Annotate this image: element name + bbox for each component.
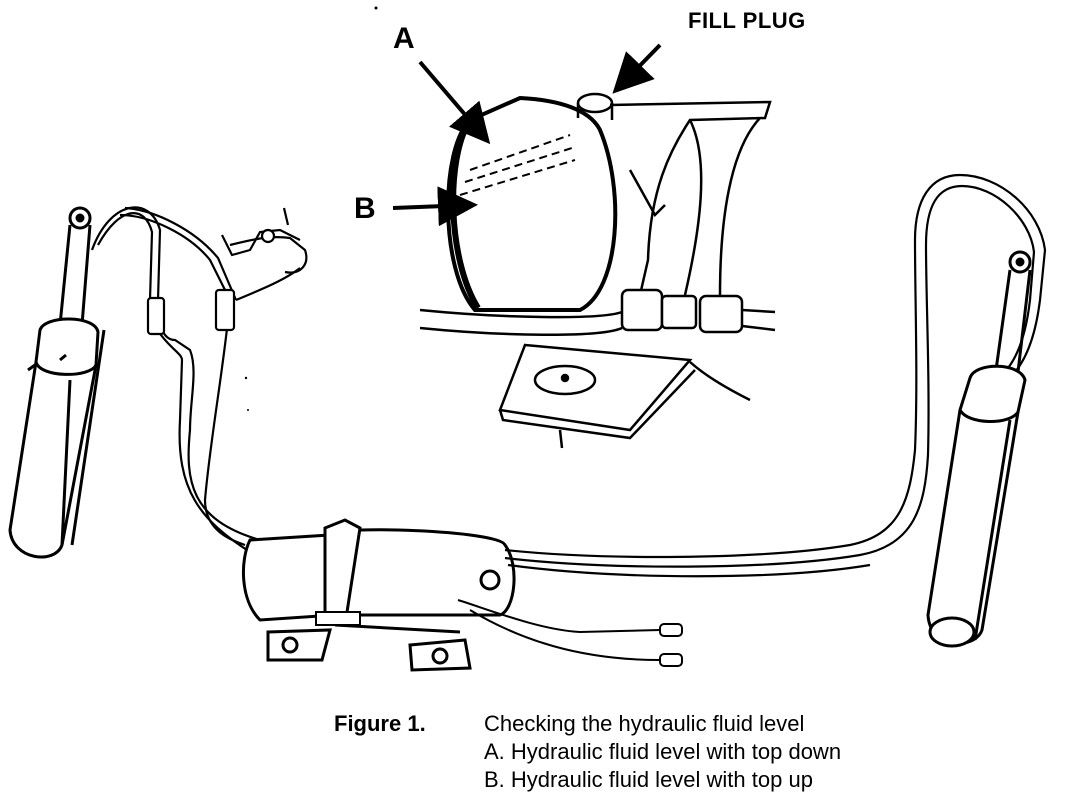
- pump-motor-assembly: [241, 518, 683, 672]
- caption-title: Checking the hydraulic fluid level: [484, 711, 805, 736]
- base-plate: [498, 343, 693, 432]
- caption-item-b: B. Hydraulic fluid level with top up: [484, 767, 813, 792]
- right-cylinder: [926, 250, 1032, 648]
- arrow-fill-plug: [612, 43, 662, 94]
- left-hoses: [90, 206, 308, 553]
- fill-plug-label: FILL PLUG: [688, 8, 806, 33]
- arrow-a: [418, 60, 491, 145]
- reservoir-inset: [419, 92, 776, 449]
- ink-marks: [244, 6, 378, 411]
- fill-plug: [576, 92, 614, 114]
- level-line-b: [459, 159, 576, 196]
- callout-b-label: B: [354, 192, 376, 225]
- level-line-a: [469, 134, 571, 171]
- caption-item-a: A. Hydraulic fluid level with top down: [484, 739, 842, 764]
- callout-a-label: A: [393, 22, 415, 55]
- left-cylinder: [8, 206, 106, 559]
- reservoir-tank: [446, 95, 618, 312]
- arrow-b: [392, 186, 478, 227]
- right-hoses: [504, 173, 1047, 578]
- figure-number: Figure 1.: [334, 711, 426, 736]
- mounting-frame: [609, 100, 772, 296]
- inset-arrows: [392, 43, 662, 227]
- clamp-fitting: [620, 288, 664, 332]
